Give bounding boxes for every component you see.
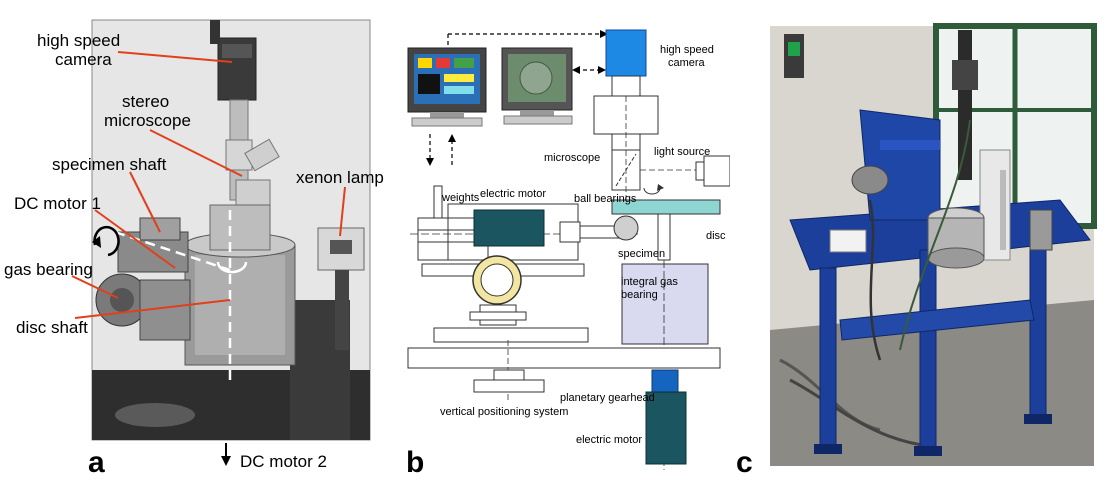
label-light-source: light source [654,146,711,158]
panel-b: high speed camera microscope light sourc… [390,0,730,490]
panel-letter-c: c [736,446,753,479]
label-vertical-positioning-system: vertical positioning system [440,406,569,418]
panel-a: high speed camera stereo microscope spec… [0,0,390,490]
monitor-icon [501,47,573,125]
label-weights: weights [442,192,480,204]
panel-c-photo [770,23,1097,466]
label-line: bearing [621,289,658,301]
label-specimen: specimen [618,248,666,260]
label-electric-motor-bottom: electric motor [576,434,643,446]
label-gas-bearing-a: gas bearing [4,260,93,279]
label-dc-motor-2: DC motor 2 [240,452,327,471]
label-integral-gas-bearing: integral gas bearing [621,276,678,302]
panel-b-schematic [407,29,730,470]
label-line: microscope [104,111,191,130]
label-line: high speed [660,44,714,56]
label-high-speed-camera-a: high speed camera [37,31,120,69]
panel-c: c [730,0,1110,490]
label-line: camera [668,57,705,69]
label-stereo-microscope: stereo microscope [104,92,191,130]
label-microscope: microscope [544,152,601,164]
panel-a-photo [71,19,371,466]
panel-letter-b: b [406,446,425,479]
label-planetary-gearhead: planetary gearhead [560,392,655,404]
label-disc-shaft: disc shaft [16,318,88,337]
label-electric-motor-top: electric motor [480,188,547,200]
monitor-icon [407,47,487,127]
panel-letter-a: a [88,446,105,479]
label-line: integral gas [621,276,678,288]
label-line: camera [55,50,112,69]
label-dc-motor-1: DC motor 1 [14,194,101,213]
label-line: stereo [122,92,170,111]
label-xenon-lamp: xenon lamp [296,168,384,187]
label-line: high speed [37,31,121,50]
label-ball-bearings: ball bearings [574,193,637,205]
label-disc: disc [706,230,726,242]
label-high-speed-camera-b: high speed camera [660,44,714,70]
label-specimen-shaft: specimen shaft [52,155,167,174]
